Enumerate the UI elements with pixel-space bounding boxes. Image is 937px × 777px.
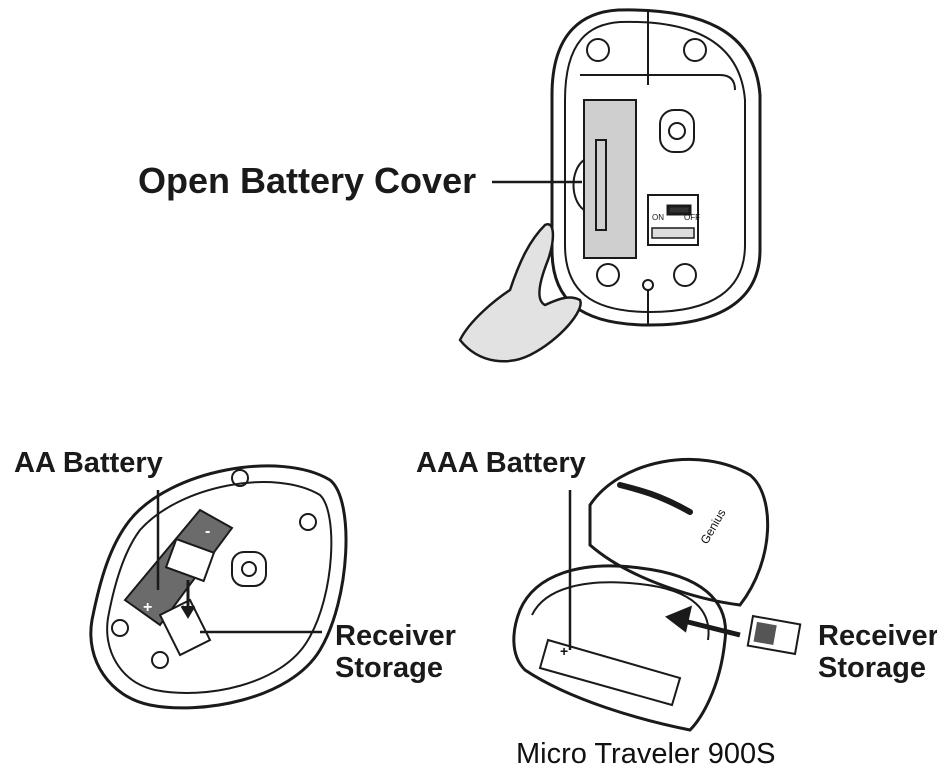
- left-receiver-label-line2: Storage: [335, 652, 443, 684]
- right-receiver-label-line2: Storage: [818, 652, 926, 684]
- right-receiver-label-line1: Receiver: [818, 620, 937, 652]
- mouse-bottom-view: [550, 8, 762, 327]
- aaa-plus: +: [560, 643, 568, 659]
- switch-on-text: ON: [652, 213, 664, 222]
- aa-minus: -: [205, 523, 210, 540]
- switch-off-text: OFF: [684, 213, 700, 222]
- aa-plus: +: [143, 599, 152, 616]
- battery-cover: [583, 99, 637, 259]
- open-battery-cover-label: Open Battery Cover: [138, 160, 477, 201]
- aaa-battery-label: AAA Battery: [416, 447, 586, 479]
- mouse-aa-open: [89, 464, 348, 710]
- receiver: [164, 537, 216, 583]
- product-caption: Micro Traveler 900S: [516, 738, 776, 770]
- hand: [458, 222, 582, 363]
- aaa-battery: [538, 638, 682, 707]
- mouse-aaa-open: [512, 457, 802, 732]
- left-receiver-label-line1: Receiver: [335, 620, 456, 652]
- aa-battery-label: AA Battery: [14, 447, 163, 479]
